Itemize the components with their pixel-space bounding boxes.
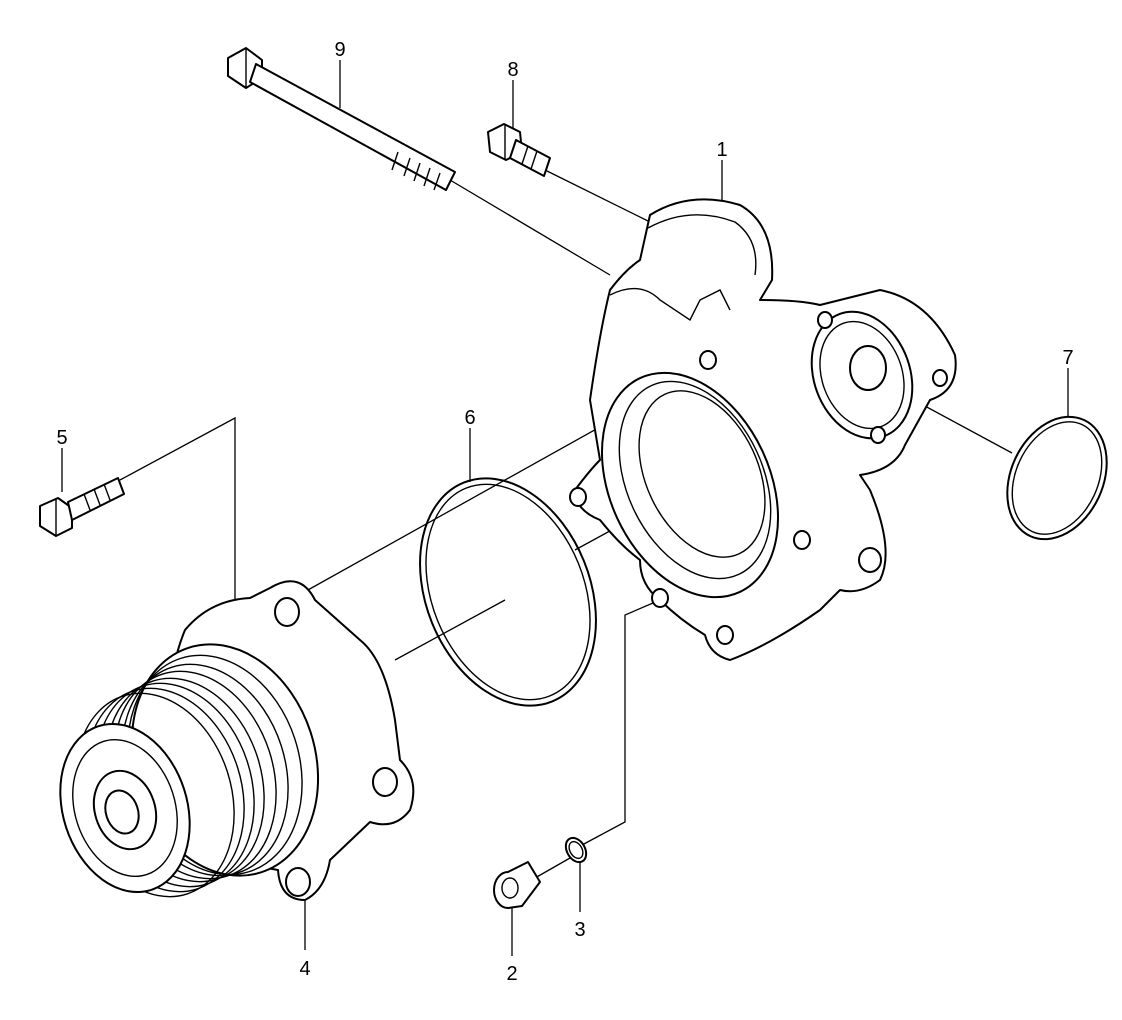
- housing-part-1: [569, 198, 957, 661]
- drain-plug-part-2: [493, 861, 541, 909]
- gasket-ring-part-6: [419, 477, 597, 707]
- leader-lines: [61, 60, 1069, 956]
- leader-6-axis-a: [394, 599, 506, 661]
- callout-7: 7: [1062, 347, 1073, 369]
- callout-6: 6: [464, 407, 475, 429]
- callout-1: 1: [716, 139, 727, 161]
- water-pump-part-4: [59, 580, 415, 901]
- flange-bolt-part-5: [39, 477, 125, 537]
- callout-2: 2: [506, 963, 517, 985]
- leader-8-bolt-to-housing: [544, 169, 651, 223]
- callout-9: 9: [334, 39, 345, 61]
- leader-5-bolt-to-pump: [119, 416, 236, 640]
- callout-4: 4: [299, 958, 310, 980]
- callout-5: 5: [56, 427, 67, 449]
- callout-8: 8: [507, 59, 518, 81]
- callout-labels: 9 8 1 7 6 5 4 2 3: [56, 39, 1073, 985]
- long-bolt-part-9: [227, 47, 456, 191]
- sealing-ring-part-3: [564, 836, 588, 864]
- callout-3: 3: [574, 919, 585, 941]
- o-ring-part-7: [1006, 415, 1108, 541]
- leader-3-ring-to-housing: [581, 599, 661, 846]
- leader-2-plug-to-ring: [534, 857, 571, 879]
- short-bolt-part-8: [487, 123, 551, 177]
- leader-9-bolt-to-housing: [449, 179, 611, 276]
